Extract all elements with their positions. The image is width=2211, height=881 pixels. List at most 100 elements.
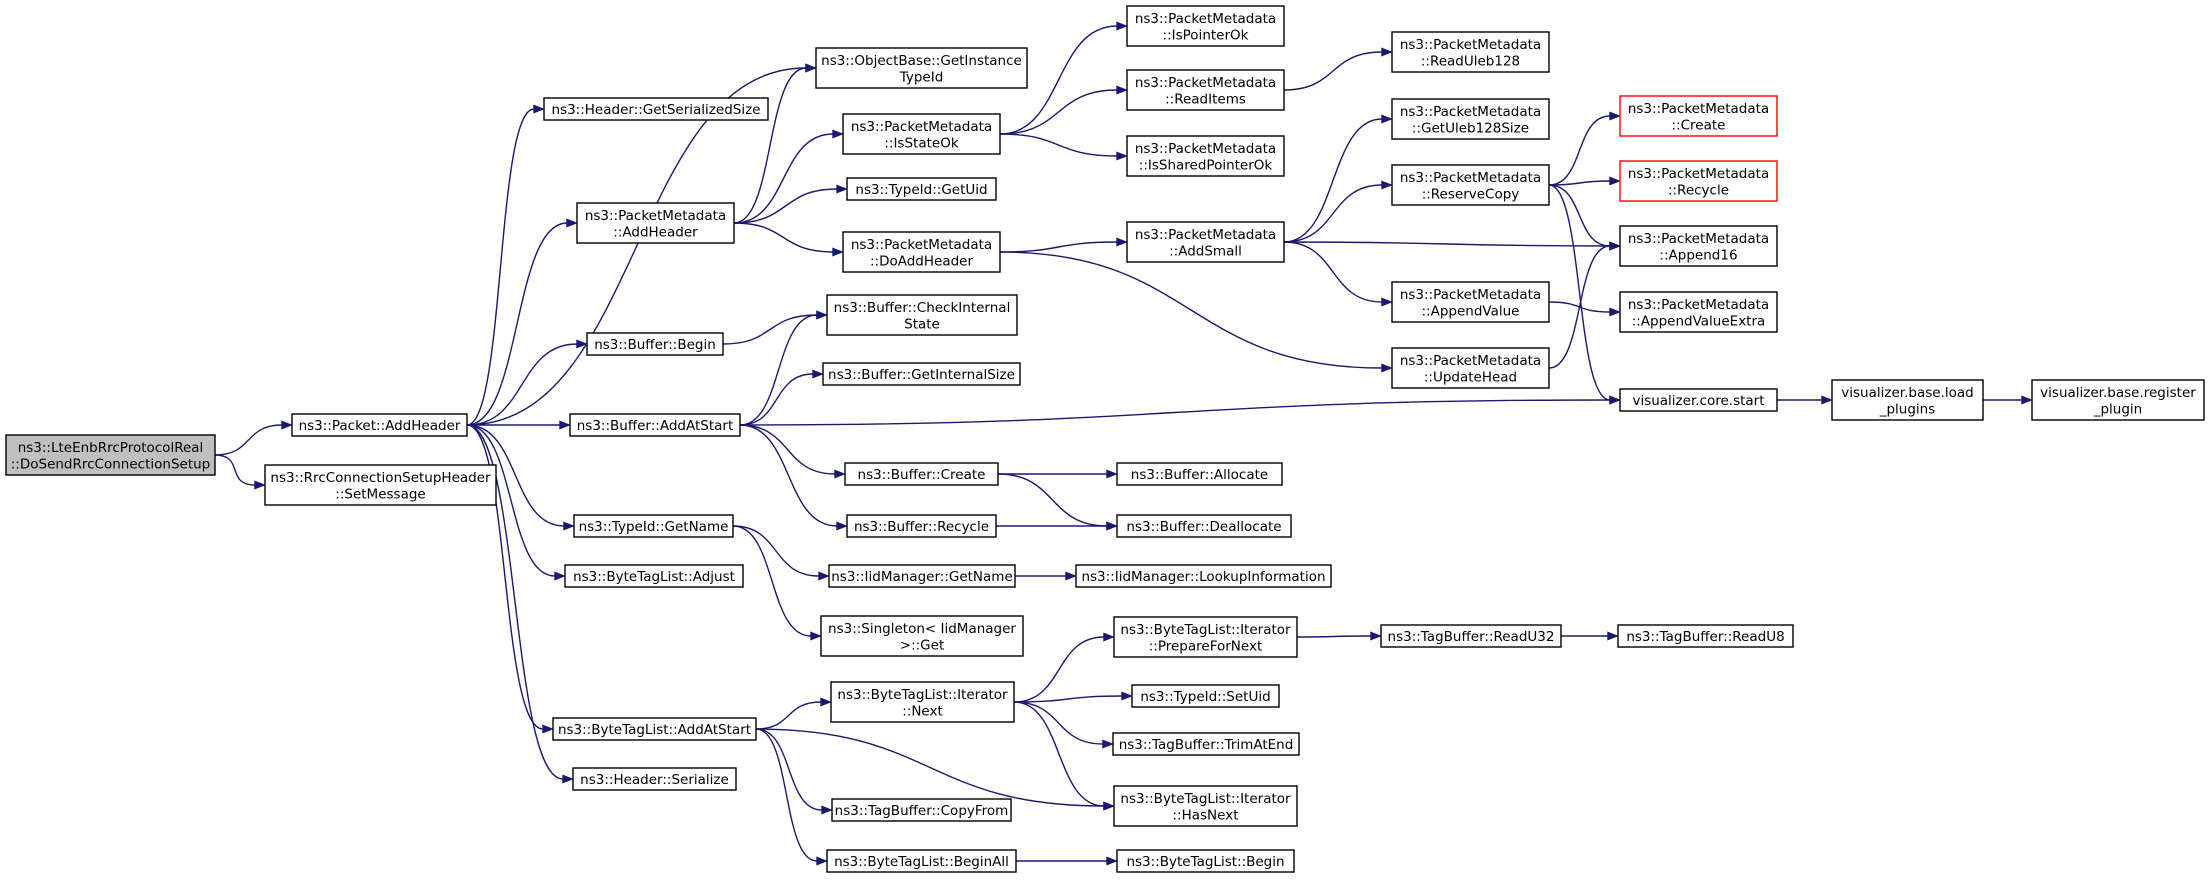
edge-pm_isstateok-to-pm_ispointerok — [999, 21, 1128, 135]
node-box — [1617, 624, 1794, 648]
node-label-line: visualizer.base.load — [1841, 385, 1973, 401]
node-rrc_setmessage[interactable]: ns3::RrcConnectionSetupHeader::SetMessag… — [264, 464, 497, 506]
node-btl_adjust[interactable]: ns3::ByteTagList::Adjust — [564, 564, 744, 588]
node-box — [846, 177, 997, 201]
edge-arrowhead — [1381, 180, 1393, 190]
node-btl_iter_next[interactable]: ns3::ByteTagList::Iterator::Next — [830, 681, 1015, 723]
node-buf_recycle[interactable]: ns3::Buffer::Recycle — [846, 514, 997, 538]
node-box — [1131, 684, 1280, 708]
node-pm_reservecopy[interactable]: ns3::PacketMetadata::ReserveCopy — [1391, 164, 1550, 206]
node-box — [1391, 98, 1550, 140]
node-pm_addsmall[interactable]: ns3::PacketMetadata::AddSmall — [1126, 221, 1285, 263]
node-tb_readu32[interactable]: ns3::TagBuffer::ReadU32 — [1380, 624, 1562, 648]
node-pm_recycle[interactable]: ns3::PacketMetadata::Recycle — [1619, 160, 1778, 202]
node-label-line: State — [904, 316, 940, 332]
edge-arrowhead — [834, 469, 846, 479]
node-label-line: ns3::Buffer::Allocate — [1131, 467, 1268, 483]
node-pm_append16[interactable]: ns3::PacketMetadata::Append16 — [1619, 225, 1778, 267]
edge-pm_reservecopy-to-pm_append16 — [1548, 184, 1621, 251]
edge-pm_readitems-to-pm_readuleb128 — [1283, 47, 1393, 91]
node-vis_core_start[interactable]: visualizer.core.start — [1619, 388, 1778, 412]
node-buf_addatstart[interactable]: ns3::Buffer::AddAtStart — [569, 413, 741, 437]
node-buf_deallocate[interactable]: ns3::Buffer::Deallocate — [1116, 514, 1292, 538]
node-pm_isstateok[interactable]: ns3::PacketMetadata::IsStateOk — [842, 113, 1001, 155]
edge-line — [739, 424, 838, 527]
edge-pm_reservecopy-to-vis_core_start — [1548, 184, 1621, 405]
node-label-line: ::SetMessage — [335, 486, 425, 502]
edge-line — [1548, 115, 1611, 186]
node-label-line: ns3::PacketMetadata — [585, 208, 726, 224]
node-label-line: ::Recycle — [1668, 182, 1729, 198]
node-btl_begin[interactable]: ns3::ByteTagList::Begin — [1116, 849, 1295, 873]
node-pkt_addheader[interactable]: ns3::Packet::AddHeader — [291, 413, 468, 437]
edge-arrowhead — [1609, 307, 1621, 317]
node-hdr_getsize[interactable]: ns3::Header::GetSerializedSize — [543, 97, 769, 121]
node-label-line: ns3::LteEnbRrcProtocolReal — [18, 440, 204, 456]
node-box — [5, 434, 216, 476]
node-buf_create[interactable]: ns3::Buffer::Create — [844, 462, 999, 486]
node-tid_getuid[interactable]: ns3::TypeId::GetUid — [846, 177, 997, 201]
node-label-line: ::ReadUleb128 — [1421, 53, 1520, 69]
node-tid_getname[interactable]: ns3::TypeId::GetName — [573, 514, 734, 538]
node-pm_appendvalue[interactable]: ns3::PacketMetadata::AppendValue — [1391, 281, 1550, 323]
edge-arrowhead — [559, 420, 571, 430]
edge-line — [732, 525, 812, 637]
node-pm_create[interactable]: ns3::PacketMetadata::Create — [1619, 95, 1778, 137]
node-tb_copyfrom[interactable]: ns3::TagBuffer::CopyFrom — [831, 798, 1012, 822]
edge-pm_addheader-to-obj_getinstance — [733, 63, 817, 224]
edge-lte-to-rrc_setmessage — [214, 454, 266, 490]
node-pm_issharedpointerok[interactable]: ns3::PacketMetadata::IsSharedPointerOk — [1126, 135, 1285, 177]
node-iid_lookupinfo[interactable]: ns3::IidManager::LookupInformation — [1075, 564, 1332, 588]
node-buf_getinternalsize[interactable]: ns3::Buffer::GetInternalSize — [822, 362, 1021, 386]
edge-arrowhead — [1116, 21, 1128, 31]
node-box — [1619, 225, 1778, 267]
edge-buf_addatstart-to-vis_core_start — [739, 395, 1621, 426]
edge-line — [733, 222, 834, 253]
node-pm_getuleb128size[interactable]: ns3::PacketMetadata::GetUleb128Size — [1391, 98, 1550, 140]
edge-vis_load_plugins-to-vis_register_plugin — [1983, 395, 2033, 405]
node-vis_load_plugins[interactable]: visualizer.base.load_plugins — [1831, 379, 1984, 421]
node-box — [1116, 514, 1292, 538]
edge-line — [1283, 241, 1611, 247]
node-iid_getname[interactable]: ns3::IidManager::GetName — [828, 564, 1016, 588]
node-tid_setuid[interactable]: ns3::TypeId::SetUid — [1131, 684, 1280, 708]
node-buf_begin[interactable]: ns3::Buffer::Begin — [586, 332, 724, 356]
node-label-line: ::AppendValueExtra — [1632, 313, 1766, 329]
node-pm_addheader[interactable]: ns3::PacketMetadata::AddHeader — [576, 202, 735, 244]
node-pm_ispointerok[interactable]: ns3::PacketMetadata::IsPointerOk — [1126, 5, 1285, 47]
edge-line — [466, 222, 568, 426]
edge-arrowhead — [1381, 363, 1393, 373]
node-hdr_serialize[interactable]: ns3::Header::Serialize — [572, 767, 737, 791]
node-btl_iter_hasnext[interactable]: ns3::ByteTagList::Iterator::HasNext — [1113, 785, 1298, 827]
node-singleton_get[interactable]: ns3::Singleton< IidManager>::Get — [820, 615, 1024, 657]
node-pm_doaddheader[interactable]: ns3::PacketMetadata::DoAddHeader — [842, 231, 1001, 273]
node-box — [1619, 291, 1778, 333]
node-label-line: ns3::PacketMetadata — [851, 119, 992, 135]
node-tb_trimatend[interactable]: ns3::TagBuffer::TrimAtEnd — [1112, 732, 1300, 756]
node-btl_addatstart[interactable]: ns3::ByteTagList::AddAtStart — [552, 717, 757, 741]
node-vis_register_plugin[interactable]: visualizer.base.register_plugin — [2031, 379, 2205, 421]
node-btl_iter_prepare[interactable]: ns3::ByteTagList::Iterator::PrepareForNe… — [1113, 616, 1298, 658]
node-lte[interactable]: ns3::LteEnbRrcProtocolReal::DoSendRrcCon… — [5, 434, 216, 476]
node-buf_allocate[interactable]: ns3::Buffer::Allocate — [1116, 462, 1283, 486]
edge-line — [739, 373, 814, 426]
node-pm_updatehead[interactable]: ns3::PacketMetadata::UpdateHead — [1391, 347, 1550, 389]
node-label-line: ns3::PacketMetadata — [1628, 101, 1769, 117]
node-pm_appendvalueextra[interactable]: ns3::PacketMetadata::AppendValueExtra — [1619, 291, 1778, 333]
node-label-line: visualizer.base.register — [2040, 385, 2196, 401]
node-label-line: ::ReadItems — [1165, 91, 1246, 107]
node-pm_readuleb128[interactable]: ns3::PacketMetadata::ReadUleb128 — [1391, 31, 1550, 73]
node-pm_readitems[interactable]: ns3::PacketMetadata::ReadItems — [1126, 69, 1285, 111]
edge-arrowhead — [812, 369, 824, 379]
node-btl_beginall[interactable]: ns3::ByteTagList::BeginAll — [826, 849, 1017, 873]
node-box — [1126, 135, 1285, 177]
node-label-line: ns3::Header::GetSerializedSize — [552, 102, 761, 118]
node-box — [842, 113, 1001, 155]
node-tb_readu8[interactable]: ns3::TagBuffer::ReadU8 — [1617, 624, 1794, 648]
edge-arrowhead — [533, 104, 545, 114]
node-label-line: ::HasNext — [1172, 807, 1238, 823]
node-box — [826, 294, 1018, 336]
edge-line — [466, 424, 556, 577]
